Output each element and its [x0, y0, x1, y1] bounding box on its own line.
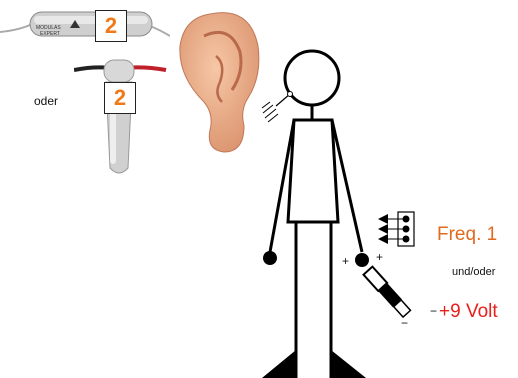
- und-oder-label: und/oder: [452, 266, 495, 278]
- volt-label: +9 Volt: [439, 301, 498, 323]
- figure-head: [285, 51, 339, 105]
- minus-right-sign: −: [430, 304, 437, 318]
- right-foot: [331, 350, 366, 378]
- ground-symbol: [262, 102, 278, 122]
- plus-right-sign: +: [376, 250, 383, 264]
- left-foot: [262, 350, 296, 378]
- hand-electrode: [363, 267, 411, 318]
- signal-arrows: [378, 214, 388, 244]
- figure-torso: [288, 120, 338, 222]
- right-hand: [355, 253, 369, 267]
- freq-label: Freq. 1: [437, 224, 497, 246]
- left-hand: [263, 251, 277, 265]
- minus-bottom-sign: −: [401, 316, 408, 330]
- plus-left-sign: +: [342, 254, 349, 268]
